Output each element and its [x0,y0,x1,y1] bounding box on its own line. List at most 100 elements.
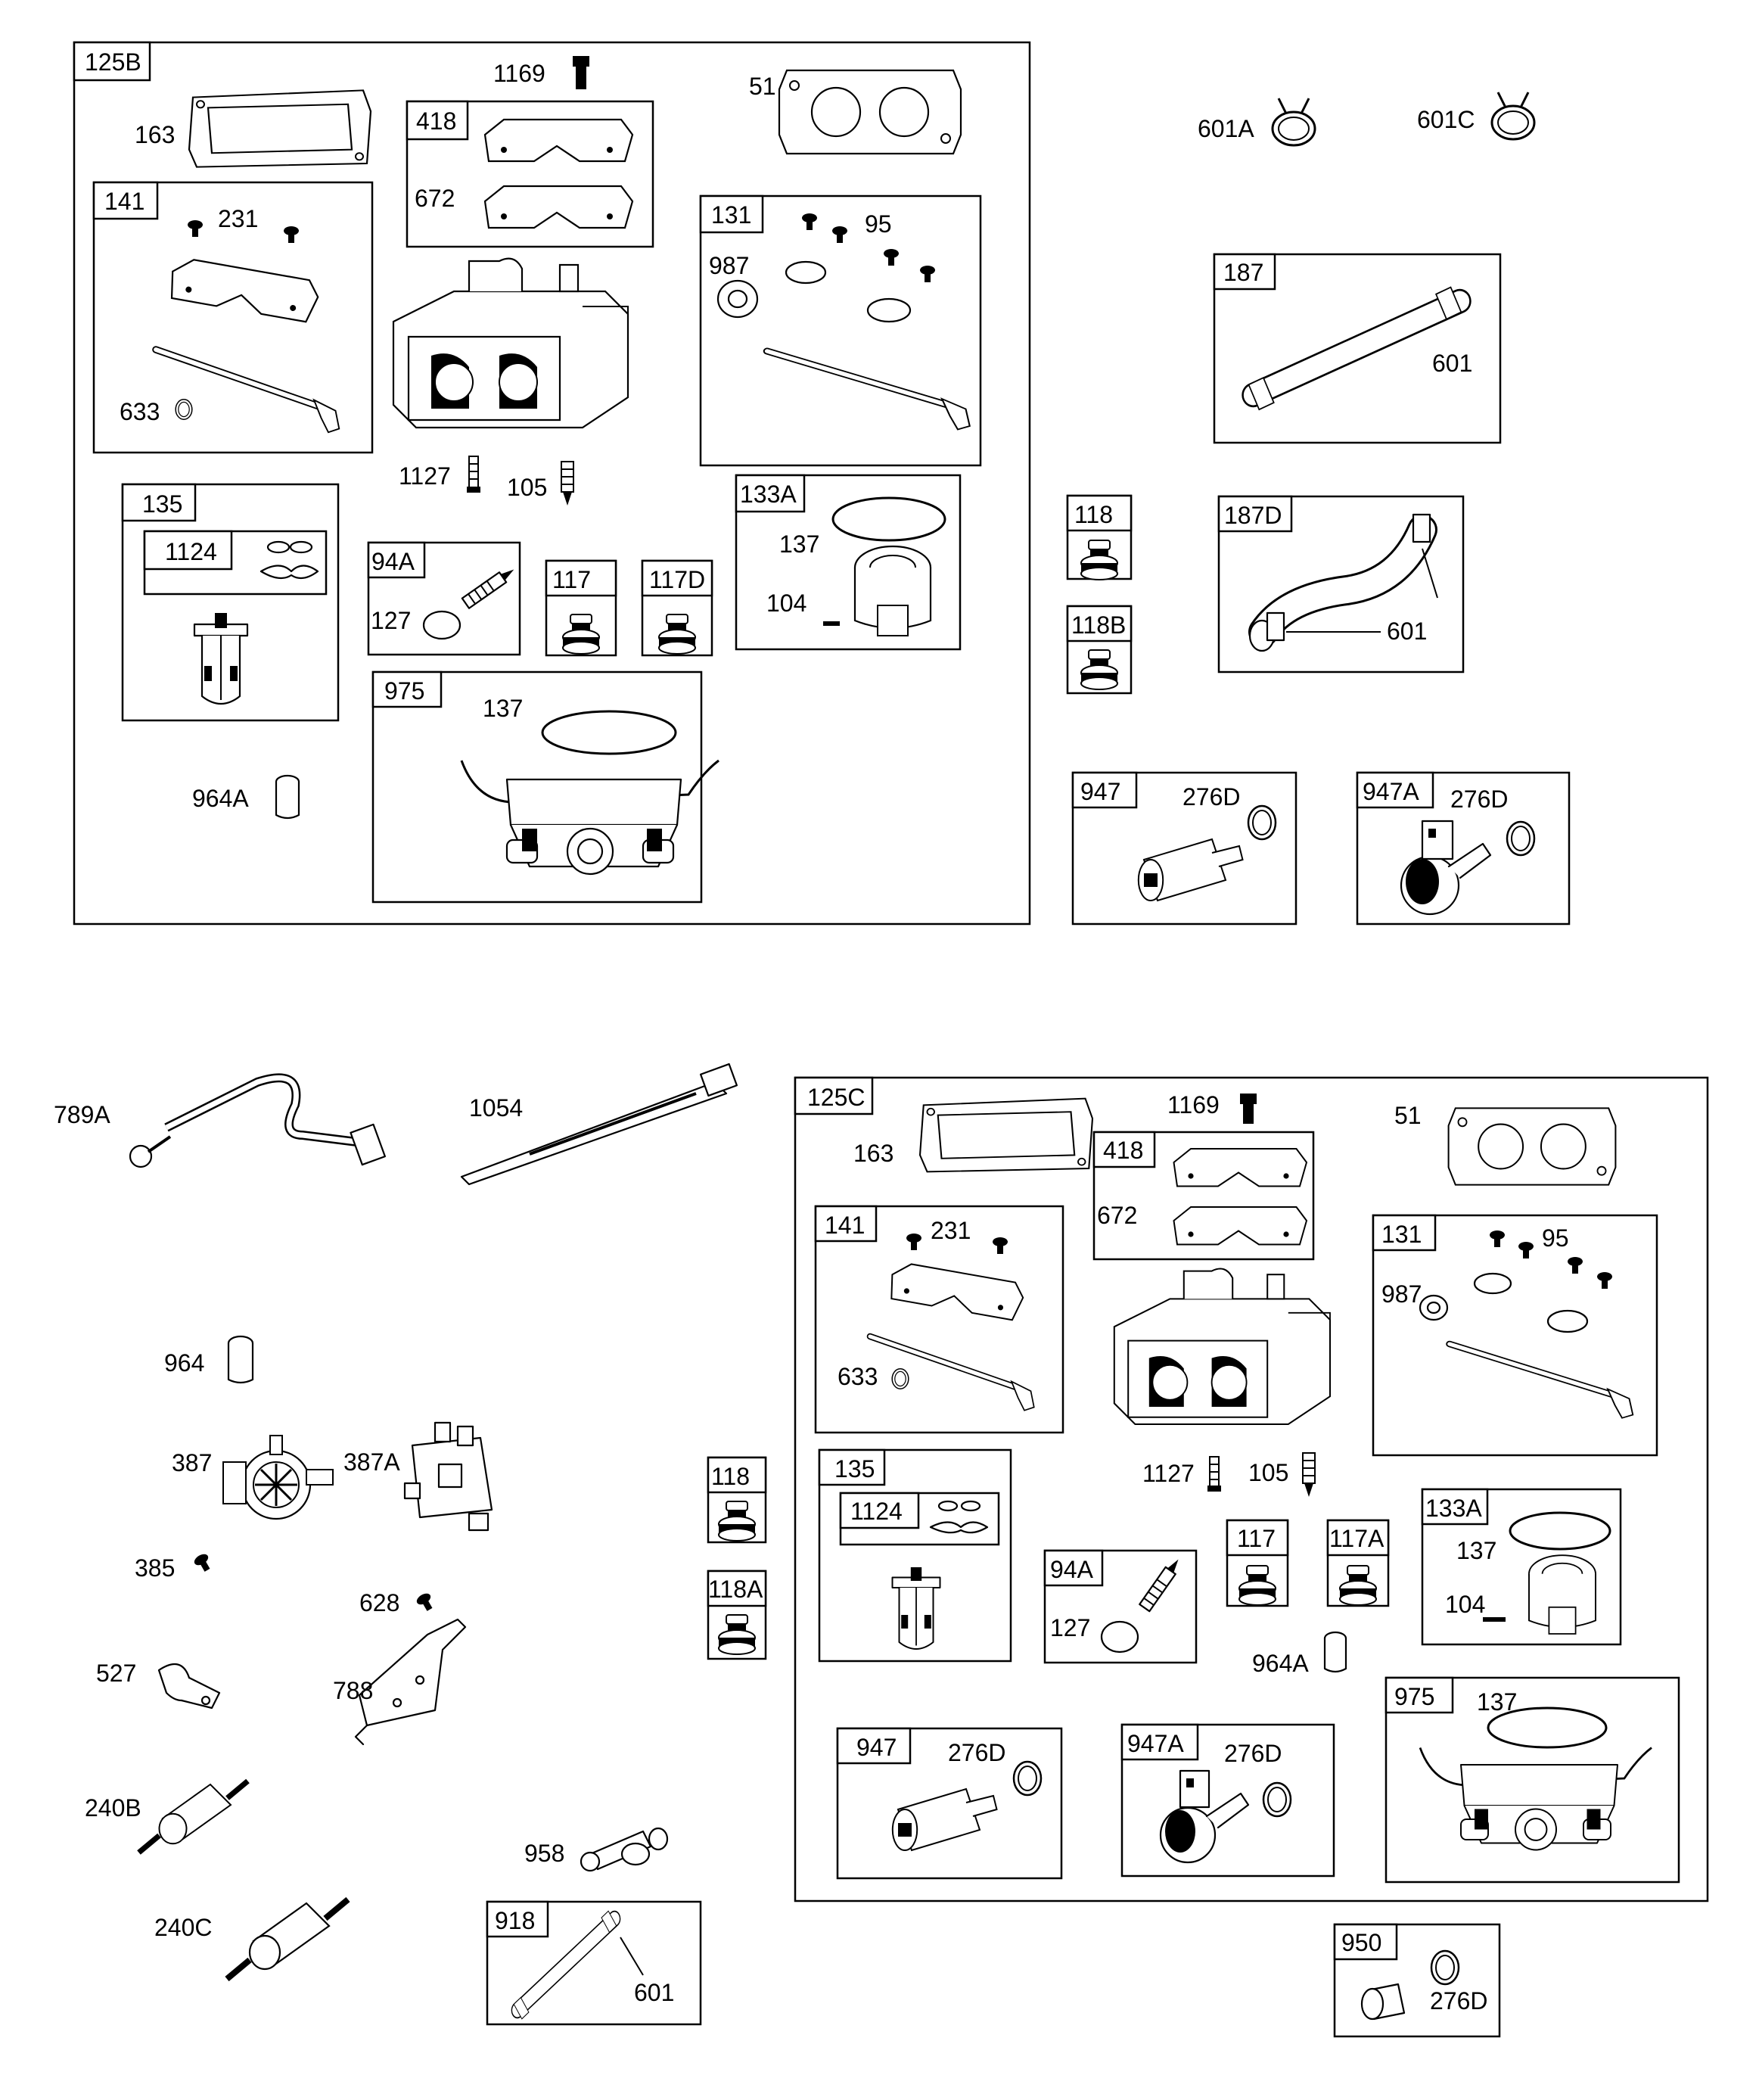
cable-tie-1054 [460,1062,738,1186]
seal-118b [1080,649,1118,690]
box-975-c-tag: 975 [1394,1683,1434,1710]
throttle-plate-141-c [887,1260,1027,1322]
float-133a-c [1528,1554,1596,1635]
label-163-c: 163 [853,1140,893,1167]
carburetor-body-c [1113,1268,1332,1426]
o-ring-137-c-b [1487,1706,1608,1749]
gasket-51-c [1447,1107,1617,1186]
float-133a [853,545,932,637]
screw-1169 [573,56,589,89]
label-964a-c: 964A [1252,1650,1309,1677]
box-135-tag: 135 [142,490,182,518]
needle-valve-94a-c [1139,1559,1179,1613]
box-918 [486,1900,702,2026]
o-ring-137-a [831,496,946,542]
box-94a-c-tag: 94A [1050,1556,1094,1583]
group-125c-frame [794,1076,1709,1902]
cap-127 [422,610,462,640]
box-947a-c-tag: 947A [1127,1730,1184,1757]
throttle-shaft-141-c [870,1336,1034,1411]
box-94a-tag: 94A [371,548,415,575]
o-ring-276d-b [1506,820,1536,857]
label-1169-c: 1169 [1167,1091,1220,1118]
label-127: 127 [371,607,411,634]
fuel-filter-240b [139,1781,248,1853]
label-633-c: 633 [838,1363,878,1390]
label-276d-c-a: 276D [948,1739,1006,1766]
box-975 [371,670,703,904]
box-133a [735,474,962,651]
screw-95-b [832,226,847,243]
label-105-c: 105 [1248,1459,1288,1486]
box-947 [1071,771,1297,926]
screw-1169-c [1240,1094,1257,1124]
box-118-tag: 118 [1074,501,1113,528]
label-672-c: 672 [1097,1202,1137,1229]
carburetor-body [392,257,629,429]
intake-gasket-163-c [918,1097,1094,1173]
box-947-c-tag: 947 [856,1734,897,1761]
plate-gasket-672-b [483,185,634,229]
screw-231-a [188,220,203,237]
label-601-bottom: 601 [634,1979,674,2006]
screw-95-d [920,266,935,282]
choke-plate-c-b [1546,1309,1589,1333]
float-135 [193,613,249,705]
seal-117d [658,614,696,655]
group-125b: 125B 163 1169 51 418 672 141 231 633 131… [73,41,1031,926]
shutoff-valve-958 [580,1827,669,1872]
group-125c-tag: 125C [807,1084,866,1111]
screw-95-c-a [1490,1230,1505,1247]
box-141 [92,181,374,454]
group-125b-tag-box [73,41,151,82]
box-947a-c [1120,1723,1335,1878]
label-964: 964 [164,1349,204,1377]
o-ring-137-b [541,710,677,755]
label-672: 672 [415,185,455,212]
screw-1127-c [1207,1456,1221,1492]
box-117a-c-tag: 117A [1329,1525,1385,1552]
fuel-pump-387a [403,1421,493,1532]
box-947a [1356,771,1571,926]
tube-964 [227,1335,254,1384]
screw-95-c-c [1568,1257,1583,1274]
o-ring-276d-c-a [1012,1760,1043,1797]
label-385: 385 [135,1554,175,1582]
box-133a-c [1421,1488,1622,1646]
gasket-1124-c-c [929,1521,989,1534]
label-387: 387 [172,1449,212,1476]
label-95: 95 [865,210,892,238]
label-958: 958 [524,1840,564,1867]
box-141-c [814,1205,1064,1434]
box-94a [367,541,521,656]
box-975-c [1385,1676,1680,1884]
label-104: 104 [766,590,806,617]
seal-118a [718,1614,756,1655]
box-118b-tag: 118B [1071,611,1126,639]
box-135 [121,483,340,722]
box-418-c-tag: 418 [1103,1137,1143,1164]
box-131-tag: 131 [711,201,751,229]
needle-valve-94a [461,569,514,609]
label-1127-c: 1127 [1142,1460,1195,1487]
box-131-c-tag: 131 [1381,1221,1422,1248]
box-118-bottom-tag: 118 [711,1463,750,1490]
label-51-c: 51 [1394,1102,1422,1129]
label-137-c-b: 137 [1477,1688,1517,1716]
label-163: 163 [135,121,175,148]
o-ring-137-c-a [1509,1511,1611,1551]
screw-95-c-d [1597,1272,1612,1289]
seal-117a-c [1339,1565,1377,1606]
seal-633 [175,399,193,420]
plate-gasket-672-c-b [1173,1206,1307,1246]
group-125c: 125C 163 1169 51 418 672 141 231 633 131… [794,1076,1709,1902]
label-104-c: 104 [1445,1591,1485,1618]
box-131 [699,194,982,467]
box-947-c [836,1727,1063,1880]
label-276d-c-b: 276D [1224,1740,1282,1767]
seal-118 [1080,540,1118,580]
box-418-tag: 418 [416,107,456,135]
label-1127: 1127 [399,462,451,490]
gasket-1124-c-b [960,1500,981,1512]
label-240b: 240B [85,1794,141,1822]
